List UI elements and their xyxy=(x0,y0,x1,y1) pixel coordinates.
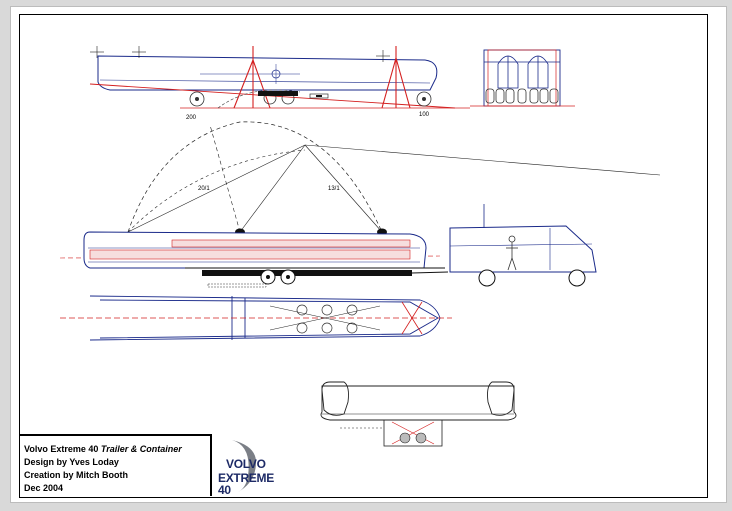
container-trailer-side xyxy=(59,231,449,288)
date-line: Dec 2004 xyxy=(24,483,64,493)
wheels-side xyxy=(189,91,432,107)
tow-vehicle xyxy=(449,204,597,287)
plan-view xyxy=(60,295,452,341)
title-line: Volvo Extreme 40 Trailer & Container xyxy=(24,444,182,454)
dimension-200: 200 xyxy=(186,115,197,121)
logo-volvo: VOLVO xyxy=(226,457,266,471)
logo-extreme-40: EXTREME 40 xyxy=(218,471,274,497)
end-view-bottom xyxy=(320,381,517,447)
ratio-left-label: 20/1 xyxy=(198,186,210,192)
ratio-right-label: 13/1 xyxy=(328,186,340,192)
logo-swoosh-icon xyxy=(232,440,256,492)
title-italic: Trailer & Container xyxy=(100,444,182,454)
dimension-100: 100 xyxy=(419,112,430,118)
title-block: Volvo Extreme 40 Trailer & Container Des… xyxy=(20,434,212,496)
hull-outline-side xyxy=(97,55,438,91)
designer-line: Design by Yves Loday xyxy=(24,457,119,467)
red-supports-side xyxy=(233,46,411,109)
creator-line: Creation by Mitch Booth xyxy=(24,470,128,480)
drawing-border xyxy=(19,14,708,498)
lifting-geometry: 20/1 13/1 xyxy=(127,121,661,236)
side-elevation-view: 200 100 xyxy=(89,46,470,121)
volvo-extreme-40-logo: VOLVO EXTREME 40 xyxy=(212,436,282,497)
end-view-top xyxy=(470,49,575,107)
title-plain: Volvo Extreme 40 xyxy=(24,444,101,454)
